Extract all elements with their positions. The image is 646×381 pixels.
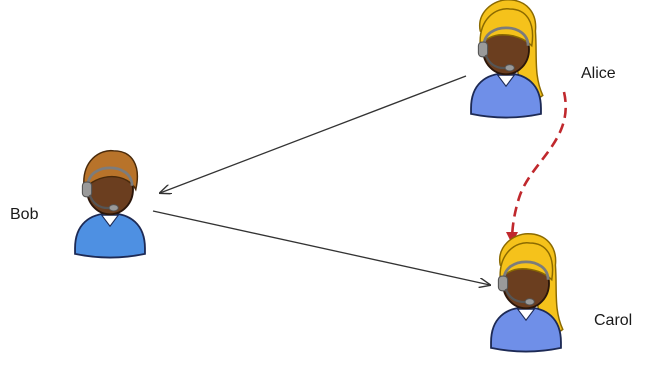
person-alice: Alice	[469, 0, 616, 119]
person-label-carol: Carol	[594, 312, 632, 329]
arrow-alice-to-bob	[160, 75, 467, 193]
arrow-alice-to-carol-dashed	[506, 91, 567, 244]
person-with-headset-icon	[73, 149, 147, 259]
person-carol: Carol	[489, 232, 632, 353]
person-label-alice: Alice	[581, 65, 616, 82]
arrow-bob-to-carol	[152, 210, 490, 285]
person-label-bob: Bob	[10, 206, 39, 223]
person-with-headset-icon	[489, 232, 565, 353]
person-bob: Bob	[10, 149, 147, 259]
person-with-headset-icon	[469, 0, 545, 119]
